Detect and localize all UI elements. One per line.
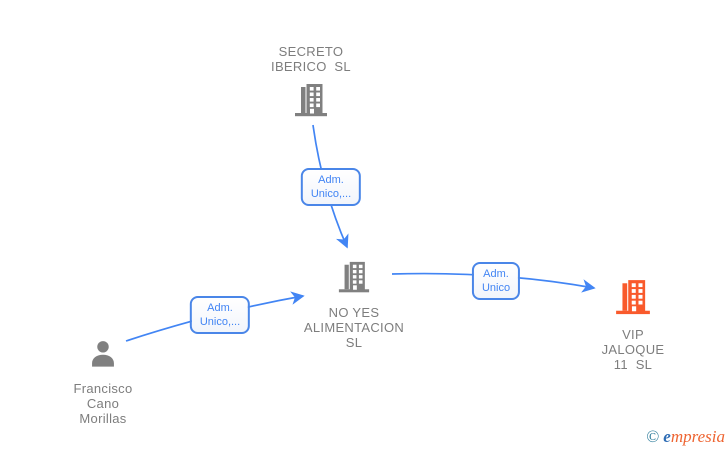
building-icon-highlighted (614, 278, 652, 321)
edge-label-line: Adm. (207, 302, 233, 314)
company-name-line: ALIMENTACION (303, 320, 405, 335)
edge-label-adm-unico-francisco[interactable]: Adm. Unico,... (189, 296, 251, 334)
building-icon (293, 82, 329, 123)
brand-logo-text: mpresia (670, 427, 725, 446)
company-name: VIP JALOQUE 11 SL (602, 327, 665, 372)
person-name-line: Francisco (73, 381, 133, 396)
building-icon (337, 260, 371, 299)
person-name: Francisco Cano Morillas (73, 381, 132, 426)
edge-label-line: Unico,... (199, 316, 241, 328)
brand-logo-e: e (663, 427, 671, 446)
edge-label-adm-unico-secreto[interactable]: Adm. Unico,... (300, 168, 362, 206)
company-name-line: VIP (622, 327, 644, 342)
company-name-line: NO YES (328, 305, 380, 320)
node-person-francisco-cano[interactable]: Francisco Cano Morillas (43, 338, 163, 426)
company-name: NO YES ALIMENTACION SL (304, 305, 404, 350)
edge-label-line: Unico,... (310, 188, 352, 200)
company-name-line: 11 SL (613, 357, 653, 372)
company-name-line: IBERICO SL (271, 59, 351, 74)
empresia-watermark: ©empresia (646, 427, 725, 447)
edge-label-line: Adm. (483, 268, 509, 280)
edge-label-line: Adm. (318, 174, 344, 186)
company-name-line: SL (345, 335, 363, 350)
person-name-line: Cano (86, 396, 120, 411)
company-name-line: SECRETO (278, 44, 344, 59)
edge-label-adm-unico-vip[interactable]: Adm. Unico (471, 262, 521, 300)
company-name: SECRETO IBERICO SL (271, 44, 351, 74)
copyright-icon: © (646, 427, 660, 446)
node-company-secreto-iberico[interactable]: SECRETO IBERICO SL (241, 44, 381, 123)
person-icon (87, 338, 119, 375)
company-name-line: JALOQUE (601, 342, 665, 357)
edge-label-line: Unico (481, 282, 511, 294)
person-name-line: Morillas (79, 411, 127, 426)
node-company-vip-jaloque[interactable]: VIP JALOQUE 11 SL (563, 278, 703, 372)
node-company-no-yes-alimentacion[interactable]: NO YES ALIMENTACION SL (284, 260, 424, 350)
